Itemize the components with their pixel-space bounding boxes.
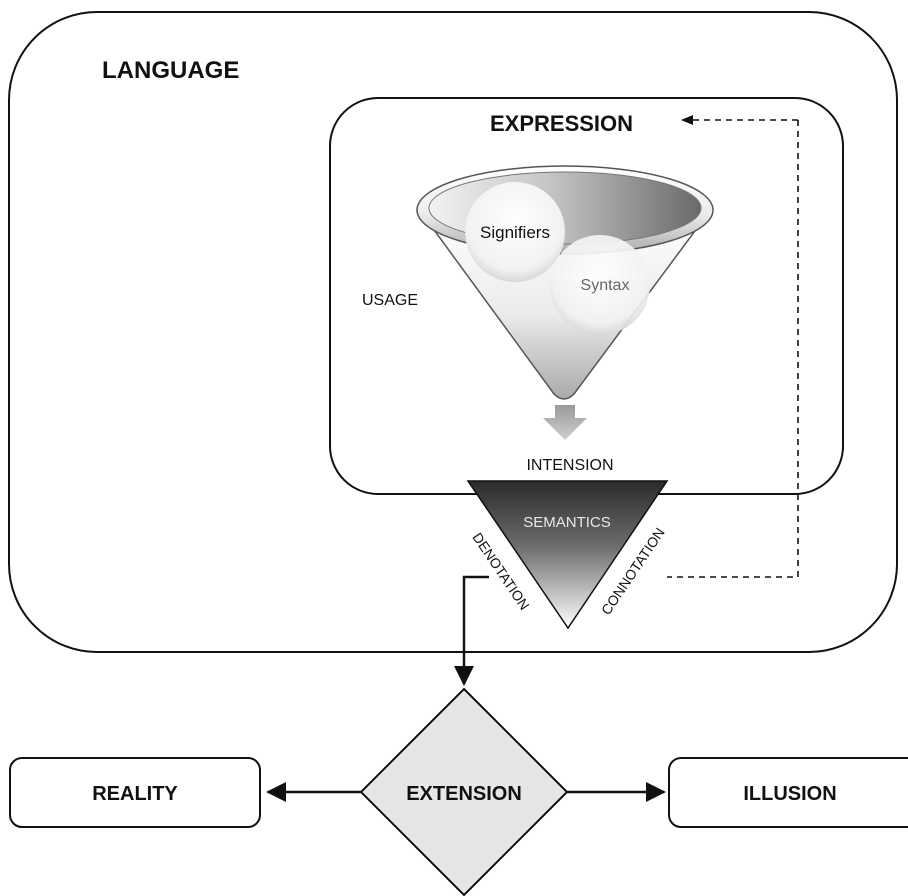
language-container [8, 11, 898, 653]
semantics-triangle [466, 480, 669, 630]
expression-title: EXPRESSION [490, 111, 633, 136]
usage-label: USAGE [362, 292, 418, 309]
signifiers-ball [465, 182, 565, 282]
down-arrow-icon [543, 405, 587, 440]
denotation-arrow [454, 575, 489, 686]
illusion-label: ILLUSION [743, 783, 836, 805]
syntax-label: Syntax [581, 277, 630, 294]
connotation-feedback-line [667, 120, 799, 578]
intension-label: INTENSION [526, 457, 613, 474]
syntax-ball [550, 235, 650, 335]
illusion-box [668, 757, 908, 828]
semantics-title: SEMANTICS [523, 514, 611, 531]
expression-arrowhead [681, 115, 693, 125]
extension-label: EXTENSION [406, 783, 522, 805]
reality-box [9, 757, 261, 828]
extension-diamond [359, 687, 569, 896]
reality-label: REALITY [92, 783, 178, 805]
language-title: LANGUAGE [102, 57, 239, 84]
signifiers-label: Signifiers [480, 223, 550, 242]
funnel [416, 165, 714, 400]
